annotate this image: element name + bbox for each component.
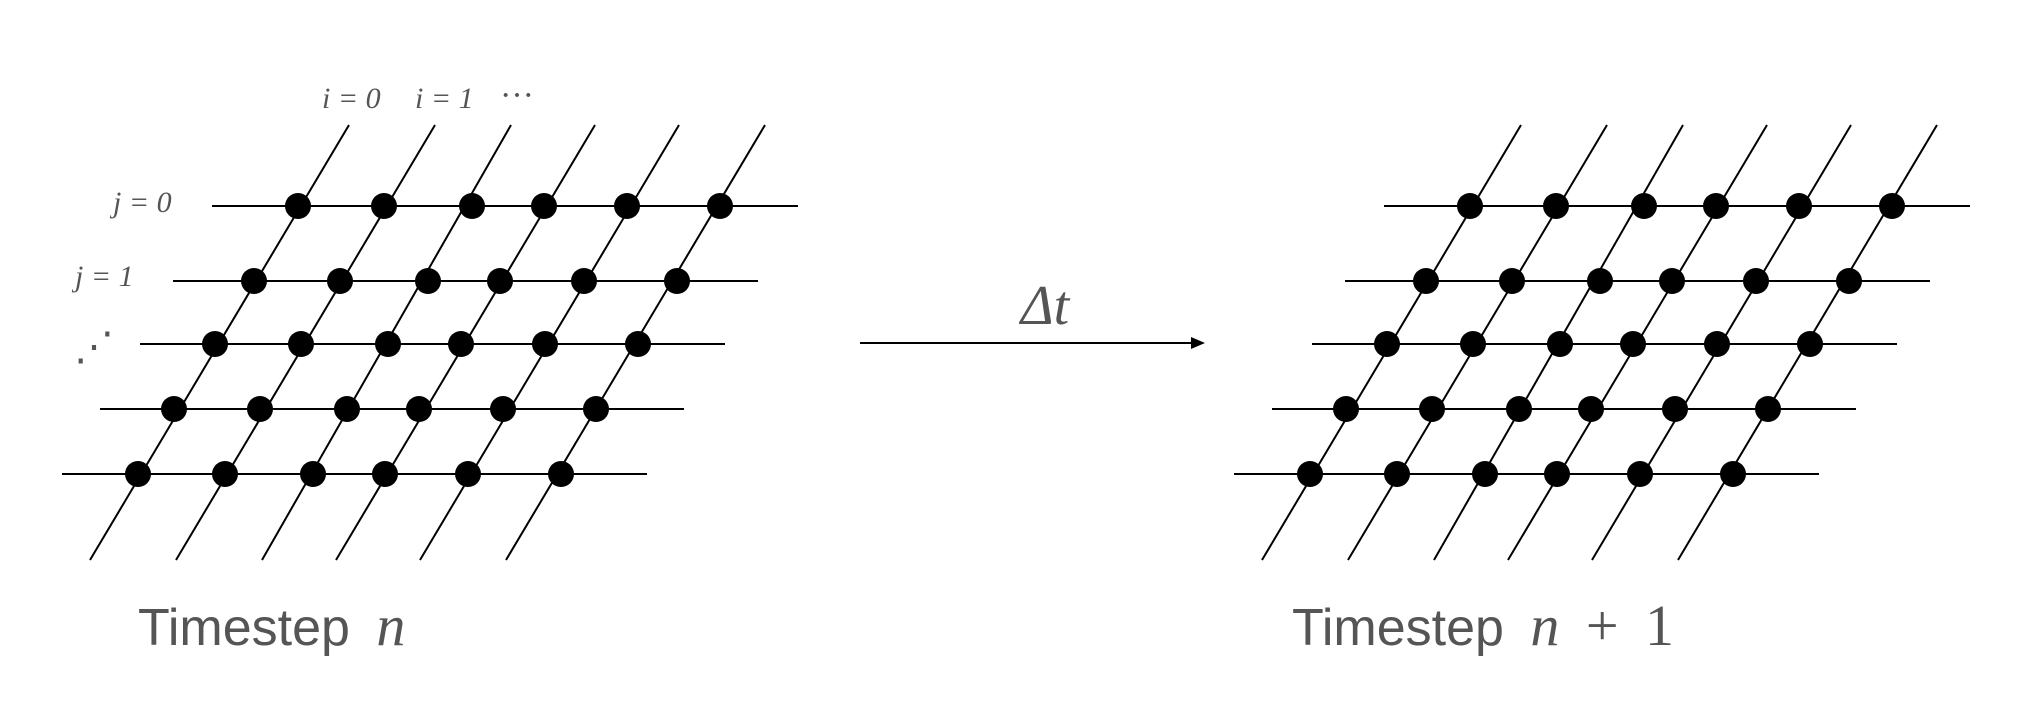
left-grid-node-0-0 — [285, 193, 311, 219]
right-grid-node-0-3 — [1703, 193, 1729, 219]
right-grid-node-2-5 — [1797, 331, 1823, 357]
left-grid-node-1-3 — [487, 268, 513, 294]
right-grid-node-2-2 — [1547, 331, 1573, 357]
right-grid-node-0-5 — [1879, 193, 1905, 219]
arrow-head — [1191, 337, 1205, 349]
j-index-label-1: j = 1 — [71, 260, 134, 293]
left-grid-node-4-2 — [300, 461, 326, 487]
j-index-ellipsis: ⋰ — [74, 324, 114, 369]
left-grid-node-0-4 — [614, 193, 640, 219]
left-grid-node-0-1 — [371, 193, 397, 219]
right-grid-node-3-0 — [1333, 396, 1359, 422]
arrow-label: Δt — [1019, 275, 1071, 337]
i-index-ellipsis: ··· — [500, 77, 534, 114]
right-grid-node-4-1 — [1384, 461, 1410, 487]
right-grid-node-2-1 — [1460, 331, 1486, 357]
left-grid-node-1-2 — [415, 268, 441, 294]
right-grid-node-2-4 — [1704, 331, 1730, 357]
right-grid-node-4-0 — [1297, 461, 1323, 487]
left-grid-node-1-1 — [327, 268, 353, 294]
right-grid-node-1-2 — [1587, 268, 1613, 294]
right-grid-node-1-3 — [1659, 268, 1685, 294]
left-grid-node-4-4 — [455, 461, 481, 487]
caption-right-num: 1 — [1645, 593, 1674, 658]
left-grid-node-1-4 — [571, 268, 597, 294]
left-grid-node-1-0 — [241, 268, 267, 294]
i-index-label-1: i = 1 — [415, 82, 474, 115]
left-grid-node-2-3 — [448, 331, 474, 357]
right-grid-node-0-4 — [1786, 193, 1812, 219]
right-grid-node-4-3 — [1544, 461, 1570, 487]
right-grid-node-4-2 — [1472, 461, 1498, 487]
caption-right-prefix: Timestep — [1292, 599, 1504, 657]
right-grid-node-3-1 — [1419, 396, 1445, 422]
left-grid-node-3-2 — [334, 396, 360, 422]
left-grid-node-3-1 — [247, 396, 273, 422]
right-grid-node-3-2 — [1506, 396, 1532, 422]
right-grid-node-4-4 — [1627, 461, 1653, 487]
i-index-label-0: i = 0 — [322, 82, 381, 115]
right-grid-node-0-1 — [1543, 193, 1569, 219]
left-grid-node-4-3 — [372, 461, 398, 487]
caption-timestep-n: Timestep n — [138, 593, 405, 658]
left-grid-node-3-3 — [406, 396, 432, 422]
left-grid-node-3-0 — [161, 396, 187, 422]
left-grid-node-4-0 — [125, 461, 151, 487]
caption-right-var: n — [1530, 593, 1559, 658]
right-grid-node-0-0 — [1457, 193, 1483, 219]
left-grid-node-4-5 — [548, 461, 574, 487]
right-grid-node-1-0 — [1413, 268, 1439, 294]
left-grid-node-2-0 — [202, 331, 228, 357]
time-step-arrow: Δt — [860, 275, 1205, 349]
left-grid-node-0-5 — [707, 193, 733, 219]
left-grid-node-3-4 — [490, 396, 516, 422]
right-grid-node-0-2 — [1631, 193, 1657, 219]
right-grid-node-2-0 — [1374, 331, 1400, 357]
right-grid-node-3-3 — [1578, 396, 1604, 422]
caption-right-op: + — [1586, 593, 1619, 658]
left-grid-node-4-1 — [212, 461, 238, 487]
right-grid-node-3-5 — [1755, 396, 1781, 422]
left-grid-node-2-4 — [532, 331, 558, 357]
caption-left-var: n — [376, 593, 405, 658]
caption-left-prefix: Timestep — [138, 599, 350, 657]
left-grid-node-1-5 — [664, 268, 690, 294]
left-grid-node-3-5 — [583, 396, 609, 422]
right-grid-node-3-4 — [1662, 396, 1688, 422]
left-grid-node-0-2 — [459, 193, 485, 219]
left-grid-node-2-5 — [625, 331, 651, 357]
right-grid-node-1-4 — [1743, 268, 1769, 294]
caption-timestep-n-plus-1: Timestep n + 1 — [1292, 593, 1674, 658]
right-grid-node-1-1 — [1499, 268, 1525, 294]
left-grid-node-2-2 — [375, 331, 401, 357]
left-grid-node-0-3 — [531, 193, 557, 219]
j-index-label-0: j = 0 — [109, 186, 172, 219]
right-grid-node-4-5 — [1720, 461, 1746, 487]
lattice-grid-timestep-n-plus-1 — [1234, 124, 1970, 561]
left-grid-node-2-1 — [288, 331, 314, 357]
right-grid-node-1-5 — [1836, 268, 1862, 294]
lattice-grid-timestep-n — [62, 124, 798, 561]
right-grid-node-2-3 — [1620, 331, 1646, 357]
